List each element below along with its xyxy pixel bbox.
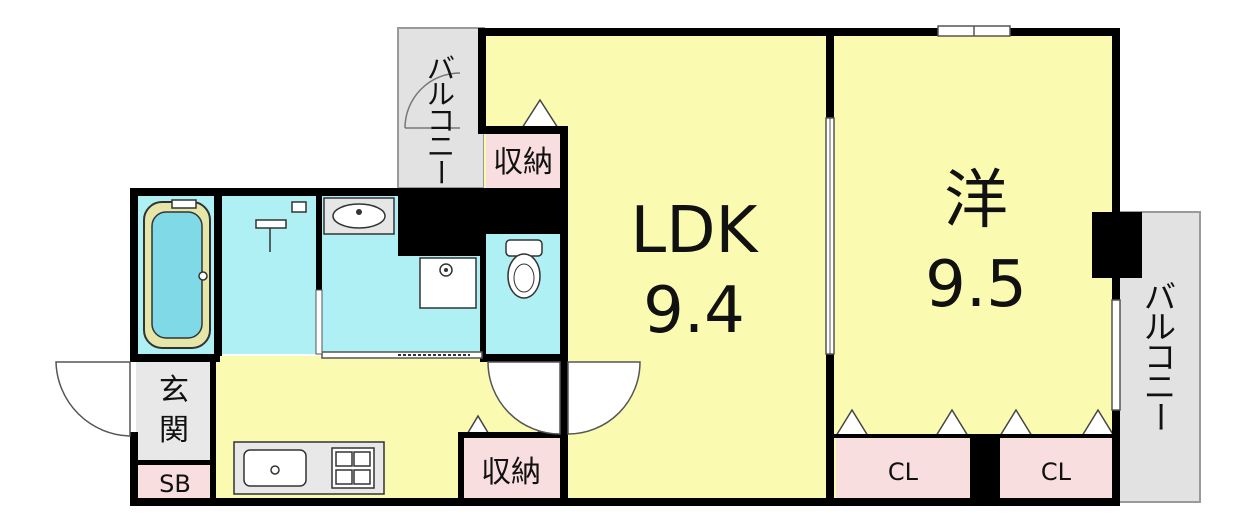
bath-door (315, 289, 323, 355)
ldk-label: LDK (631, 194, 760, 268)
windows (315, 25, 1121, 411)
wall-closet-divider (970, 436, 1000, 502)
balcony-top-left (397, 27, 485, 189)
entrance-door-swing (55, 361, 131, 437)
washbasin-tap (356, 209, 362, 215)
shoe-box-label: SB (159, 470, 191, 498)
wall-toilet-left (480, 234, 486, 362)
stove-icon (331, 447, 375, 489)
entrance-label: 玄 関 (159, 373, 189, 448)
washbasin-icon (323, 197, 395, 235)
window-right (1111, 299, 1121, 411)
wall-closet-top (834, 434, 1114, 438)
wall-entrance-right (210, 362, 216, 502)
bal-tl-char: ル (427, 78, 455, 111)
kitchen-counter (233, 441, 385, 495)
wall-bath-left (130, 188, 138, 360)
closet-marker (935, 408, 969, 437)
wall-storage-top (478, 126, 568, 134)
wall-column-right (1092, 212, 1142, 278)
stove-body (331, 447, 375, 489)
closet-left-label: CL (888, 458, 919, 486)
entrance-label-char-2: 関 (159, 413, 189, 448)
bal-tl-char: ー (424, 158, 457, 186)
bal-tl-char: ニ (427, 130, 455, 163)
entrance-floor (136, 362, 212, 464)
bathtub-inner (151, 211, 203, 339)
wall-bath-top (130, 188, 400, 196)
storage-marker (465, 414, 491, 437)
wall-shoebox-top (136, 460, 214, 465)
closet-marker (1081, 408, 1115, 437)
bathtub-drain (198, 271, 208, 281)
balcony-door-swing (404, 72, 461, 129)
wall-ldk-left-upper (478, 28, 486, 134)
ldk-size: 9.4 (643, 274, 745, 348)
wall-pipe-shaft-lower (398, 188, 484, 256)
bal-r-char: コ (1144, 338, 1176, 376)
storage-marker (521, 98, 559, 129)
bath-faucet (171, 199, 197, 209)
toilet-door-swing (487, 361, 561, 435)
shower-icon (255, 201, 307, 252)
toilet-seat (513, 263, 535, 293)
washbasin-bowl (332, 203, 386, 229)
wall-storage-bottom-right (560, 362, 568, 502)
balcony-top-left-area (397, 27, 485, 189)
storage-bottom-label: 収納 (481, 455, 541, 490)
wall-wash-divider (316, 196, 322, 292)
storage-top (486, 132, 560, 190)
bal-tl-char: コ (427, 104, 455, 137)
storage-door-swing (567, 361, 641, 435)
closet-right-area (998, 436, 1112, 498)
bal-r-char: ー (1141, 401, 1179, 433)
stove-grate-d (353, 469, 371, 485)
stove-grate-c (335, 469, 353, 485)
wall-bottom (130, 498, 1120, 506)
kitchen-sink-icon (243, 449, 307, 487)
wall-wet-bottom (482, 354, 566, 362)
bal-r-char: バ (1144, 278, 1176, 316)
storage-bottom (462, 436, 562, 498)
wall-entrance-left (130, 432, 138, 504)
entrance-label-char-1: 玄 (159, 373, 189, 408)
wall-storage-bottom-left (458, 432, 464, 502)
bal-r-char: ル (1144, 308, 1176, 346)
wall-bath-bottom (130, 354, 220, 362)
door-swings (55, 361, 641, 437)
closet-marker (835, 408, 869, 437)
sink-drain (270, 465, 280, 475)
bathtub-icon (143, 199, 211, 349)
shower-valve (255, 219, 287, 229)
storage-top-label: 収納 (493, 145, 553, 180)
sliding-door-wash (321, 351, 483, 359)
shower-shelf (291, 201, 307, 213)
washer-drain-center (444, 268, 448, 272)
wall-storage-right (560, 126, 568, 364)
closet-left-area (836, 436, 972, 498)
walls (130, 28, 1142, 506)
closet-marker (999, 408, 1033, 437)
bal-tl-char: バ (427, 52, 455, 85)
stove-grate-b (353, 451, 371, 467)
wall-top (478, 28, 1120, 36)
stove-grate-a (335, 451, 353, 467)
shoe-box-area (138, 464, 212, 500)
wall-bath-divider (214, 196, 222, 356)
bal-r-char: ニ (1144, 368, 1176, 406)
closet-right-label: CL (1041, 458, 1072, 486)
western-room-label: 洋 (944, 164, 1008, 238)
washing-machine-pan-icon (419, 257, 477, 309)
western-room-floor (832, 34, 1114, 500)
toilet-icon (505, 239, 543, 299)
wall-storage-bottom-top (458, 432, 566, 438)
western-room-size: 9.5 (925, 248, 1027, 322)
